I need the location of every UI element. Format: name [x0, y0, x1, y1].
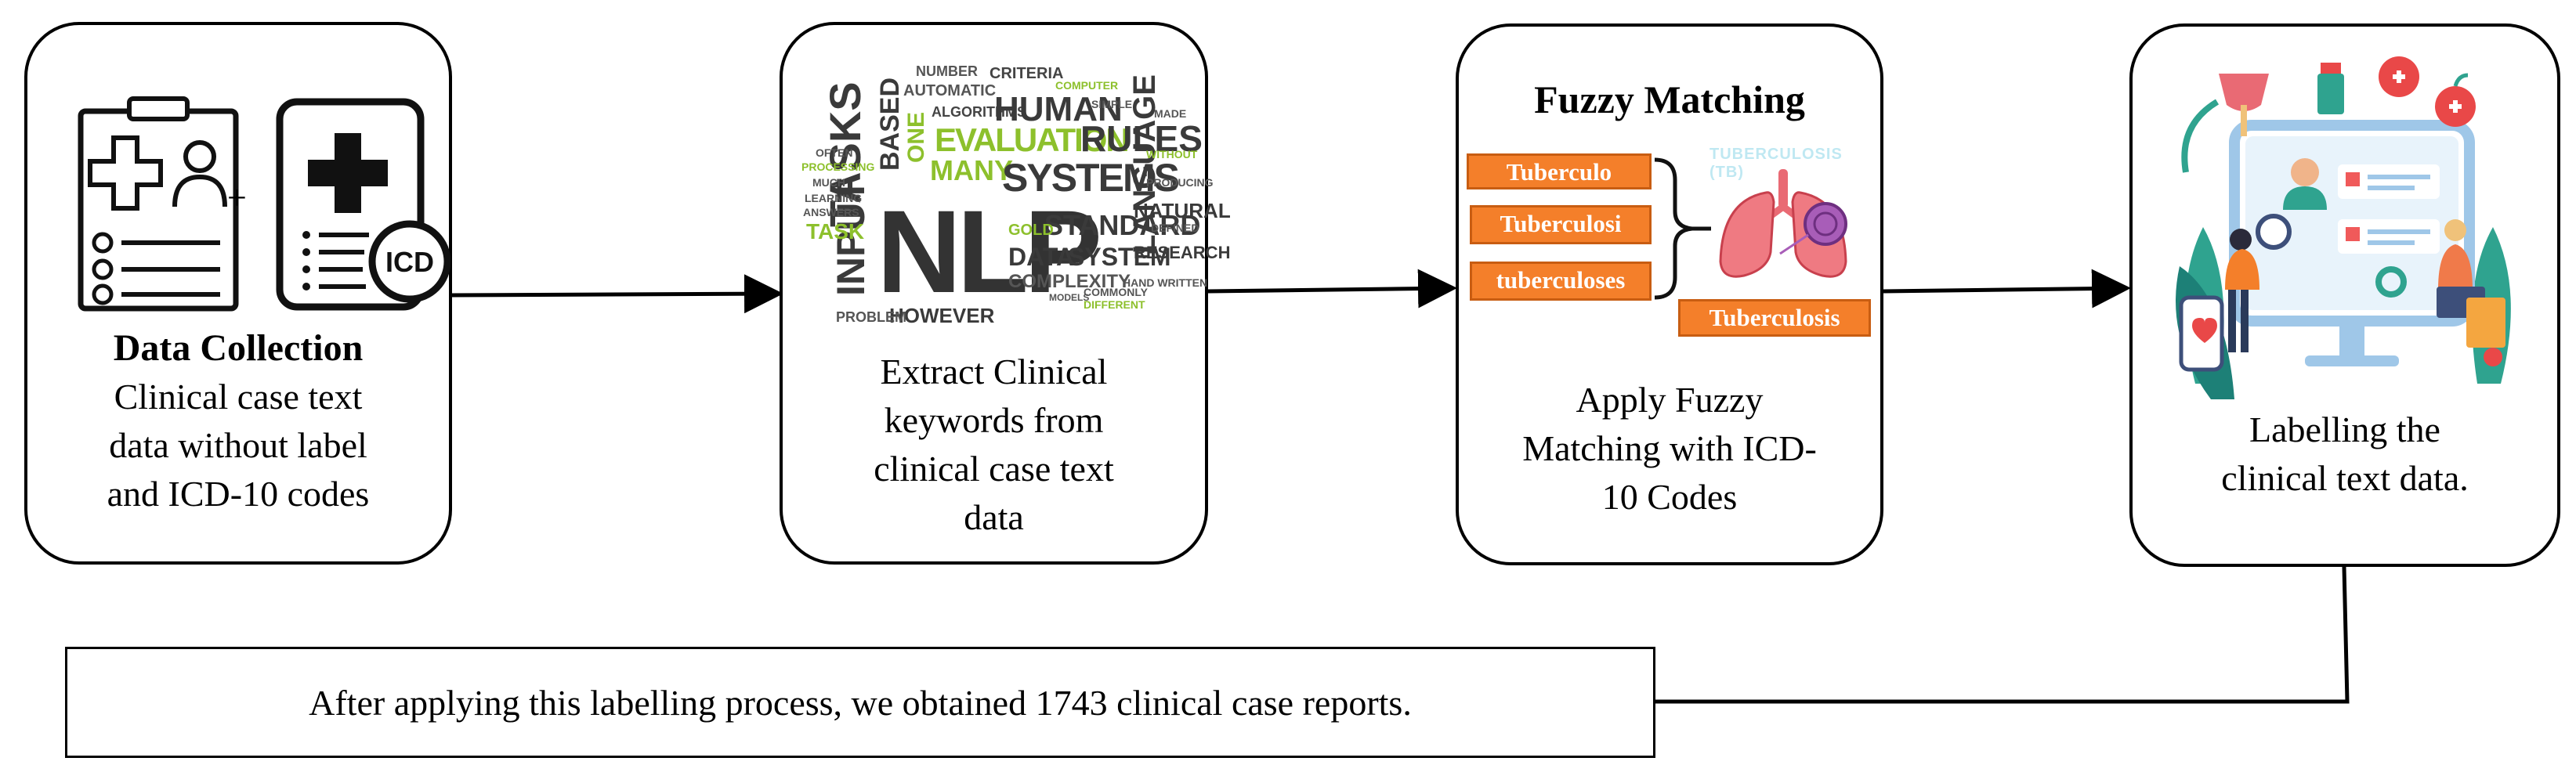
word-cloud-term: MADE [1154, 107, 1187, 120]
word-cloud-term: CRITERIA [990, 65, 1064, 82]
step-fuzzy-matching: Fuzzy Matching Tuberculo Tuberculosi tub… [1456, 23, 1883, 565]
word-cloud-term: TASK [806, 219, 865, 244]
lungs-icon [1719, 169, 1847, 278]
variant-chip: Tuberculo [1467, 153, 1652, 189]
extract-caption: Extract Clinical keywords from clinical … [791, 348, 1197, 542]
word-cloud-term: COMMONLY [1084, 286, 1148, 298]
step-extract-keywords: NUMBER CRITERIA AUTOMATIC COMPUTER ALGOR… [780, 22, 1231, 565]
caption-line: clinical text data. [2221, 458, 2469, 498]
word-cloud-term: MODELS [1049, 292, 1090, 303]
word-cloud-term: HAND WRITTEN [1123, 276, 1208, 289]
summary-box: After applying this labelling process, w… [65, 647, 1655, 758]
fuzzy-caption: Apply Fuzzy Matching with ICD- 10 Codes [1467, 376, 1872, 521]
word-cloud-term: WITHOUT [1146, 148, 1198, 161]
word-cloud-term: PROBLEM [836, 309, 906, 325]
word-cloud-term: EVALUATION [935, 121, 1130, 158]
caption-line: data [964, 497, 1024, 537]
word-cloud-term: ALGORITHMS [932, 104, 1026, 120]
caption-line: Labelling the [2249, 410, 2440, 449]
word-cloud-term: NUMBER [916, 63, 978, 79]
word-cloud-term: PRODUCING [1146, 176, 1214, 189]
word-cloud-term: HOWEVER [889, 304, 995, 327]
word-cloud-term: COMPUTER [1055, 79, 1119, 92]
fuzzy-matching-title: Fuzzy Matching [1534, 78, 1805, 121]
word-cloud-term: SYSTEM [1068, 243, 1171, 271]
caption-line: data without label [109, 425, 367, 465]
caption-line: Apply Fuzzy [1576, 380, 1764, 420]
data-collection-title: Data Collection [113, 327, 364, 369]
variant-chip: tuberculoses [1470, 262, 1652, 301]
plus-sign: + [227, 179, 247, 217]
word-cloud-term: STANDARD [1044, 209, 1201, 241]
word-cloud-term: NLP [877, 186, 1102, 317]
result-chip: Tuberculosis [1678, 299, 1871, 337]
word-cloud-term: DEFINED [1151, 222, 1199, 234]
word-cloud-term: AUTOMATIC [903, 82, 997, 99]
word-cloud-term: COMPLEXITY [1008, 271, 1131, 292]
labelling-caption: Labelling the clinical text data. [2140, 406, 2549, 503]
caption-line: and ICD-10 codes [107, 474, 370, 514]
word-cloud-term: RULES [1080, 118, 1203, 159]
medical-clipboard-icon [78, 96, 239, 312]
word-cloud-term: DIFFERENT [1084, 298, 1145, 311]
caption-line: 10 Codes [1601, 477, 1738, 517]
word-cloud-term: PROCESSING [801, 161, 875, 173]
word-cloud-term: GOLD [1008, 222, 1054, 239]
word-cloud-term: ANSWERS [803, 206, 859, 218]
icd-document-icon: ICD [276, 98, 450, 311]
step-data-collection: + ICD Data Collection Clinical case text… [24, 22, 452, 565]
word-cloud-term: OFTEN [816, 146, 853, 159]
nlp-word-cloud: NUMBER CRITERIA AUTOMATIC COMPUTER ALGOR… [801, 61, 1231, 343]
word-cloud-term: MUCH [812, 176, 845, 189]
word-cloud-term: ONE [903, 111, 929, 163]
caption-line: Matching with ICD- [1522, 428, 1817, 468]
caption-line: keywords from [884, 400, 1104, 440]
healthcare-illustration [2176, 56, 2511, 399]
ghost-label: TUBERCULOSIS (TB) [1709, 146, 1843, 181]
caption-line: Clinical case text [114, 377, 363, 417]
connector-labelling-to-summary [1655, 566, 2350, 704]
word-cloud-term: SIMPLE [1091, 98, 1133, 110]
step-labelling: Labelling the clinical text data. [2129, 23, 2560, 567]
word-cloud-term: MANY [930, 154, 1013, 186]
icd-badge-text: ICD [385, 246, 434, 278]
word-cloud-term: HUMAN [994, 90, 1123, 128]
caption-line: Extract Clinical [880, 352, 1108, 392]
variant-grouping-bracket [1654, 157, 1711, 300]
data-collection-caption: Data Collection Clinical case text data … [35, 324, 441, 518]
word-cloud-term: SYSTEMS [1002, 156, 1180, 200]
word-cloud-term: LEARNING [805, 192, 863, 204]
word-cloud-term: NATURAL [1134, 199, 1231, 222]
arrow-collection-to-extract [451, 274, 783, 314]
variant-chip: Tuberculosi [1470, 205, 1652, 244]
arrow-extract-to-fuzzy [1207, 269, 1457, 309]
word-cloud-term: BASED [875, 77, 905, 171]
summary-text: After applying this labelling process, w… [309, 682, 1412, 723]
word-cloud-term: DATA [1008, 243, 1075, 271]
caption-line: clinical case text [874, 449, 1114, 489]
word-cloud-term: RESEARCH [1134, 243, 1231, 262]
arrow-fuzzy-to-labelling [1883, 269, 2131, 309]
